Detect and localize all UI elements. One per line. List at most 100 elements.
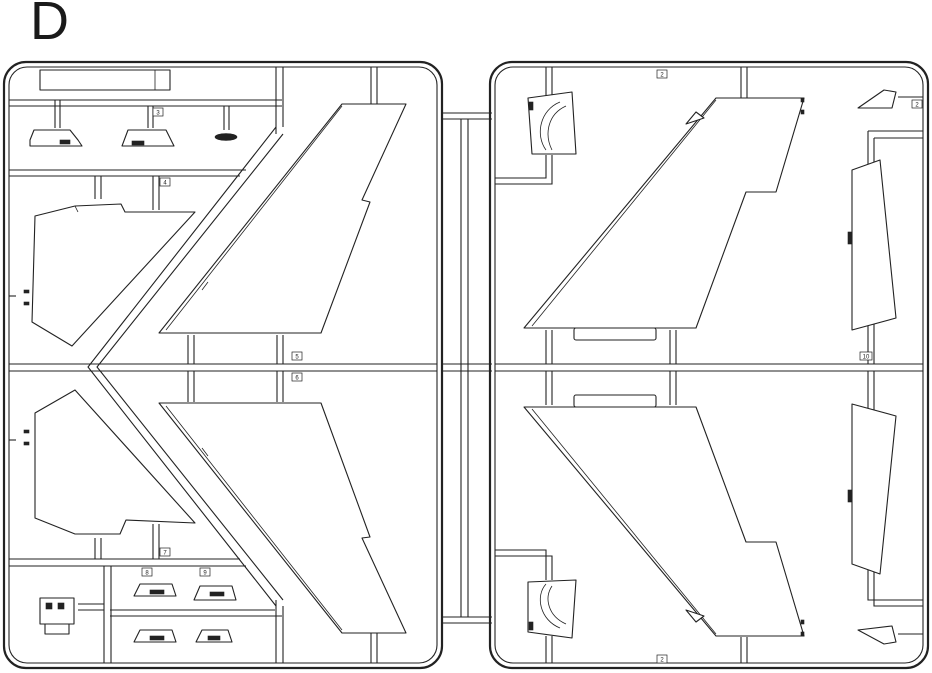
num-box-10 (859, 351, 873, 361)
wing-lower-left-tab-a (23, 429, 30, 434)
fin-lower-right-pin-b (800, 631, 805, 637)
num-box-4 (159, 177, 171, 187)
part-number-2a: 2 (656, 69, 668, 79)
num-text-8: 8 (145, 571, 149, 577)
num-box-9 (199, 567, 211, 577)
canopy-part-bottom-mark (528, 621, 534, 631)
part-top-strip (39, 69, 171, 91)
part-number-4: 4 (159, 177, 171, 187)
right-sprue-parts (523, 89, 897, 645)
fin-lower-left-edge (165, 405, 343, 631)
num-box-6 (291, 372, 303, 382)
sprue-letter: D (30, 0, 69, 51)
canopy-part-bottom (527, 579, 577, 639)
runner-v-outer (87, 126, 277, 607)
canopy-part-bottom-curve-b (547, 585, 567, 625)
part-number-2b: 2 (911, 99, 923, 109)
num-text-10: 10 (863, 355, 870, 361)
runner-right-left-c (495, 549, 547, 580)
small-part-d-knob-a (45, 602, 53, 610)
part-number-3: 3 (152, 107, 164, 117)
small-part-c-body (214, 133, 238, 141)
small-part-g (133, 629, 177, 643)
small-part-c (214, 133, 238, 141)
num-text-5: 5 (295, 355, 299, 361)
fin-upper-left-mark (201, 281, 209, 291)
small-triangle-bottom (857, 625, 897, 645)
fin-lower-right-base (573, 394, 657, 408)
small-part-d (39, 597, 75, 635)
part-number-labels: 2 2 2 3 4 5 6 7 (141, 69, 923, 664)
part-number-10: 10 (859, 351, 873, 361)
canopy-part-top-mark (528, 101, 534, 111)
small-part-d-knob-b (57, 602, 65, 610)
fin-upper-right-pin-b (800, 109, 805, 115)
fin-lower-right (523, 406, 805, 637)
num-box-2a (656, 69, 668, 79)
part-number-6: 6 (291, 372, 303, 382)
canopy-part-top-body (527, 91, 577, 155)
part-number-9: 9 (199, 567, 211, 577)
narrow-part-upper-mark (847, 231, 853, 245)
small-part-d-base (44, 623, 70, 635)
center-connector (442, 112, 492, 624)
fin-lower-right-edge (531, 408, 717, 635)
wing-upper-left-tab-b (23, 301, 30, 306)
num-box-2c (656, 654, 668, 664)
part-number-8: 8 (141, 567, 153, 577)
narrow-part-upper (851, 159, 897, 331)
num-text-6: 6 (295, 376, 299, 382)
num-text-2a: 2 (660, 73, 664, 79)
fin-lower-right-pin-a (800, 619, 805, 625)
num-box-7 (159, 547, 171, 557)
canopy-part-bottom-curve (539, 583, 561, 629)
wing-upper-left-line (74, 205, 79, 213)
num-box-2b (911, 99, 923, 109)
left-sprue-frame (2, 60, 444, 670)
fin-upper-left (158, 103, 407, 334)
num-text-2c: 2 (660, 658, 664, 664)
num-text-3: 3 (156, 111, 160, 117)
small-part-f-detail (209, 591, 225, 597)
small-part-a (29, 129, 83, 147)
small-part-b (121, 129, 175, 147)
right-frame-outer (488, 60, 930, 670)
num-box-3 (152, 107, 164, 117)
runner-right-left-d (495, 555, 553, 580)
num-text-4: 4 (163, 181, 167, 187)
fin-upper-left-edge (165, 105, 343, 331)
wing-upper-left (31, 203, 196, 347)
small-part-b-body (121, 129, 175, 147)
small-part-a-body (29, 129, 83, 147)
canopy-part-bottom-body (527, 579, 577, 639)
part-number-2c: 2 (656, 654, 668, 664)
wing-lower-left (34, 389, 196, 535)
fin-upper-right-tab (685, 111, 705, 125)
part-number-7: 7 (159, 547, 171, 557)
left-sprue-parts (23, 69, 407, 643)
small-part-e-detail (149, 589, 165, 595)
small-part-a-detail (59, 139, 71, 145)
fin-lower-left-mark (201, 447, 209, 457)
runner-right-left-b (495, 155, 553, 185)
small-part-f (193, 585, 237, 601)
num-text-7: 7 (163, 551, 167, 557)
fin-upper-right-base (573, 327, 657, 341)
part-number-5: 5 (291, 351, 303, 361)
small-triangle-top (857, 89, 897, 109)
fin-upper-right-pin-a (800, 97, 805, 103)
small-part-b-detail (131, 140, 145, 146)
num-box-5 (291, 351, 303, 361)
canopy-part-top-curve-b (547, 105, 567, 151)
num-text-9: 9 (203, 571, 207, 577)
fin-lower-left (158, 402, 407, 634)
runner-right-left-a (495, 155, 547, 179)
canopy-part-top (527, 91, 577, 155)
small-part-g-detail (149, 635, 165, 641)
fin-upper-right (523, 97, 805, 329)
fin-upper-right-edge (531, 99, 717, 327)
narrow-part-lower (851, 403, 897, 575)
runner-v-inner (96, 133, 284, 601)
num-box-8 (141, 567, 153, 577)
